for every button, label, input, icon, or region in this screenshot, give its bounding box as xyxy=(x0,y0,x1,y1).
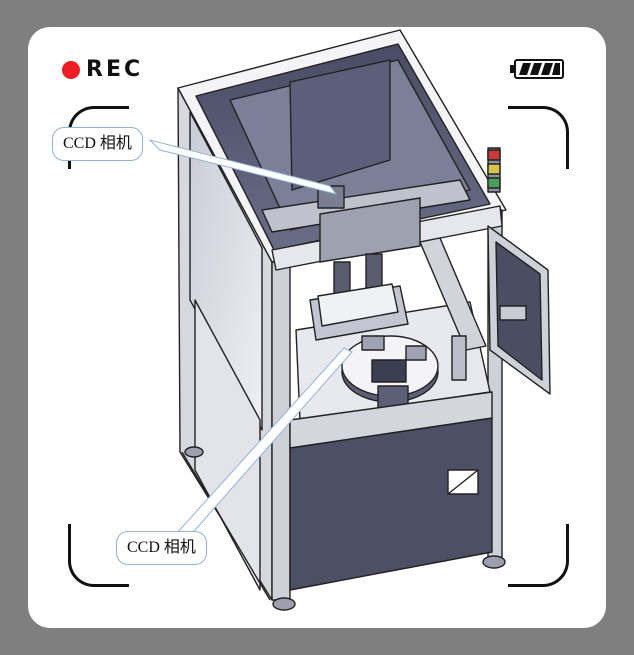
viewfinder-corner-top-right xyxy=(508,106,569,169)
viewfinder-corner-bottom-left xyxy=(68,524,129,587)
ccd-camera-callout-bottom: CCD 相机 xyxy=(116,531,207,565)
viewfinder-corner-bottom-right xyxy=(508,524,569,587)
rec-label: REC xyxy=(86,57,144,82)
battery-full-icon xyxy=(510,59,564,79)
ccd-camera-callout-top: CCD 相机 xyxy=(52,127,143,161)
recording-indicator: REC xyxy=(62,57,143,82)
record-dot-icon xyxy=(62,60,80,79)
